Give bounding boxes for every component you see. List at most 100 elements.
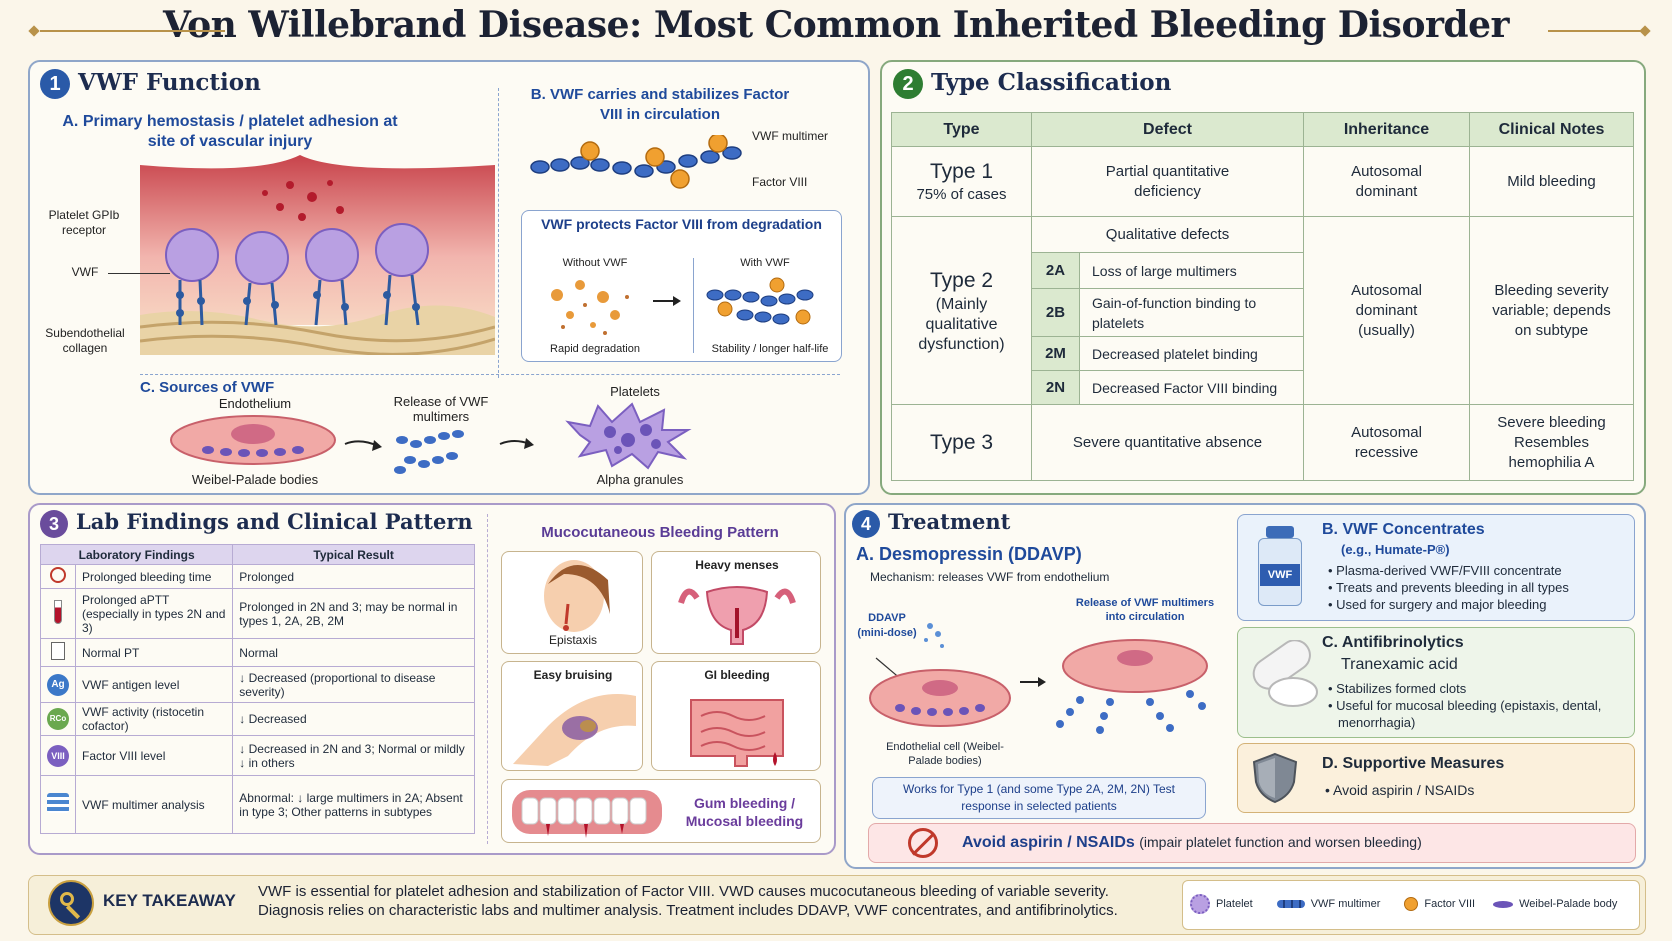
activated-platelet-illustration (565, 402, 692, 470)
type-classification-table: Type Defect Inheritance Clinical Notes T… (891, 112, 1634, 481)
vial-icon: VWF (1258, 526, 1302, 606)
lab-sheet-icon (51, 642, 65, 660)
finding-cell: Prolonged bleeding time (74, 564, 234, 589)
title-ornament-left (40, 30, 225, 32)
label-collagen: Subendothelial collagen (45, 326, 125, 355)
protect-box (521, 210, 842, 362)
subtype-code: 2A (1031, 252, 1080, 289)
divider (693, 258, 694, 353)
label-weibel-palade: Weibel-Palade bodies (191, 472, 319, 487)
label-factor-viii: Factor VIII (752, 175, 808, 189)
test-tube-icon (54, 600, 62, 624)
result-cell: Abnormal: ↓ large multimers in 2A; Absen… (232, 775, 475, 834)
divider (487, 514, 488, 844)
teeth-gums-icon (512, 790, 662, 838)
type-sub: 75% of cases (916, 185, 1007, 203)
notes-cell: Mild bleeding (1469, 146, 1634, 217)
release-arrow-illustration (344, 430, 534, 474)
supportive-list: • Avoid aspirin / NSAIDs (1325, 782, 1475, 798)
section-number-badge: 1 (40, 69, 70, 99)
protect-title: VWF protects Factor VIII from degradatio… (541, 216, 822, 232)
subtype-desc: Gain-of-function binding to platelets (1079, 288, 1304, 337)
pill-icon (1252, 640, 1318, 707)
concentrates-list: • Plasma-derived VWF/FVIII concentrate •… (1328, 563, 1569, 612)
finding-cell: Normal PT (74, 638, 234, 667)
label-vwf: VWF (71, 265, 99, 279)
label-alpha-granules: Alpha granules (596, 472, 684, 487)
ag-icon: Ag (47, 673, 69, 696)
title-ornament-right (1548, 30, 1646, 32)
antifibrinolytics-list: • Stabilizes formed clots • Useful for m… (1328, 681, 1602, 730)
pattern-title: Mucocutaneous Bleeding Pattern (541, 524, 779, 541)
intestine-icon (690, 699, 784, 767)
finding-cell: Factor VIII level (74, 735, 234, 776)
panel3-header: 3 Lab Findings and Clinical Pattern (40, 509, 473, 538)
legend-item: Factor VIII (1424, 898, 1476, 910)
heavy-menses-card: Heavy menses (651, 551, 821, 654)
degradation-illustration (551, 277, 814, 335)
list-item: Useful for mucosal bleeding (epistaxis, … (1336, 698, 1602, 730)
result-cell: Prolonged (232, 564, 475, 589)
no-aspirin-icon (908, 828, 938, 858)
gi-bleeding-card: GI bleeding (651, 661, 821, 771)
section-c-title: C. Sources of VWF (140, 379, 275, 396)
list-item: Stabilizes formed clots (1336, 681, 1467, 696)
defect-cell: Partial quantitative deficiency (1031, 146, 1304, 217)
ddavp-mechanism-illustration (869, 623, 1208, 734)
type-name: Type 1 (929, 159, 994, 183)
section-number-badge: 3 (40, 509, 68, 538)
panel3-title: Lab Findings and Clinical Pattern (76, 509, 473, 534)
avoid-text: Avoid aspirin / NSAIDs (impair platelet … (962, 834, 1422, 852)
key-icon (48, 880, 94, 926)
section-a-title: A. Primary hemostasis / platelet adhesio… (62, 113, 398, 150)
list-item: Avoid aspirin / NSAIDs (1333, 782, 1475, 798)
leader-line (108, 273, 170, 274)
label-epistaxis: Epistaxis (548, 633, 598, 647)
col-header-defect: Defect (1031, 112, 1304, 147)
label-release-circulation: Release of VWF multimers into circulatio… (1075, 597, 1215, 623)
col-header-result: Typical Result (232, 544, 475, 565)
section-number-badge: 4 (852, 509, 880, 538)
result-cell: Normal (232, 638, 475, 667)
supportive-box (1237, 743, 1635, 813)
list-item: Treats and prevents bleeding in all type… (1335, 580, 1569, 595)
legend-item: Platelet (1216, 898, 1253, 910)
table-row: Type 3 Severe quantitative absence Autos… (891, 404, 1634, 481)
notes-cell: Severe bleeding Resembles hemophilia A (1469, 404, 1634, 481)
label-rapid-degradation: Rapid degradation (550, 343, 640, 355)
result-cell: ↓ Decreased (proportional to disease sev… (232, 666, 475, 703)
works-for-text: Works for Type 1 (and some Type 2A, 2M, … (903, 782, 1175, 813)
list-item: Plasma-derived VWF/FVIII concentrate (1336, 563, 1562, 578)
endothelial-cell-illustration (170, 415, 336, 465)
label-gi-bleeding: GI bleeding (704, 668, 770, 682)
mechanism-text: Mechanism: releases VWF from endothelium (870, 570, 1110, 584)
result-cell: ↓ Decreased (232, 702, 475, 736)
type-sub: (Mainly qualitative dysfunction) (918, 295, 1005, 353)
uterus-icon (678, 586, 796, 645)
bruising-card: Easy bruising (501, 661, 643, 771)
weibel-palade-icon (1493, 900, 1514, 908)
label-platelets: Platelets (610, 384, 660, 399)
panel2-title: Type Classification (931, 69, 1172, 96)
multimer-gel-icon (47, 793, 69, 813)
face-nosebleed-icon (544, 560, 610, 632)
bruised-arm-icon (513, 694, 636, 766)
label-stability: Stability / longer half-life (711, 343, 829, 355)
shield-icon (1252, 752, 1298, 804)
concentrates-title: B. VWF Concentrates (1322, 521, 1485, 538)
label-endothelial-cell: Endothelial cell (Weibel-Palade bodies) (886, 741, 1004, 767)
antifibrinolytics-title: C. Antifibrinolytics (1322, 634, 1464, 651)
supportive-title: D. Supportive Measures (1322, 755, 1505, 772)
inheritance-cell: Autosomal recessive (1303, 404, 1470, 481)
desmopressin-title: A. Desmopressin (DDAVP) (856, 544, 1082, 564)
